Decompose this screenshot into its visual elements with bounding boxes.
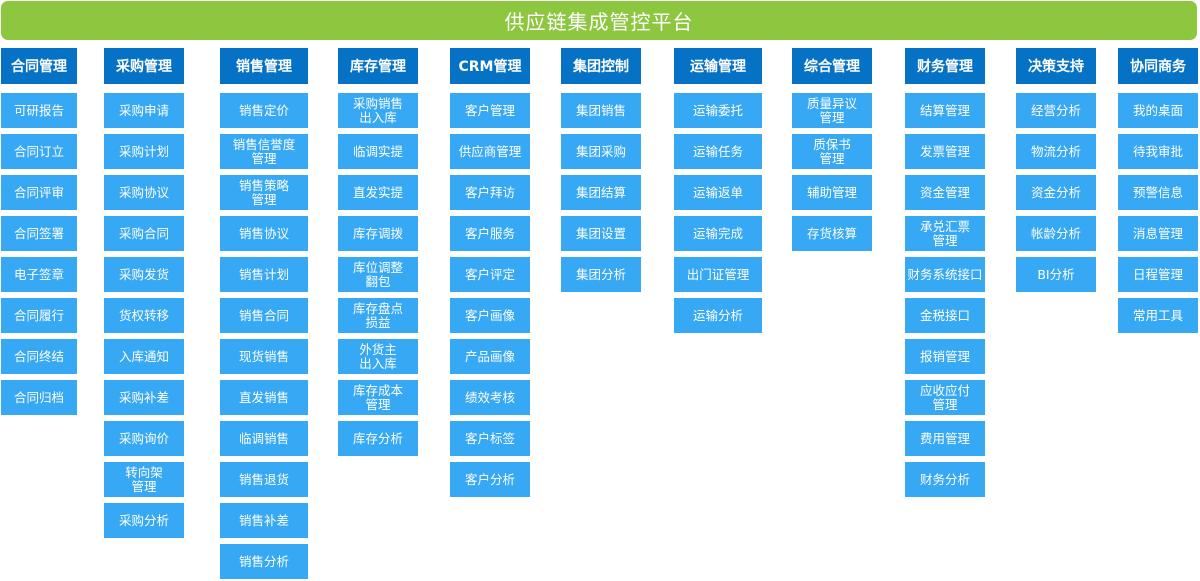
- module-item-crm-5[interactable]: 客户评定: [450, 257, 530, 292]
- module-item-collab-6[interactable]: 常用工具: [1118, 298, 1198, 333]
- module-item-contract-3[interactable]: 合同评审: [1, 175, 77, 210]
- module-item-transport-4[interactable]: 运输完成: [674, 216, 762, 251]
- module-item-transport-5[interactable]: 出门证管理: [674, 257, 762, 292]
- module-item-purchase-1[interactable]: 采购申请: [104, 93, 184, 128]
- module-item-sales-3[interactable]: 销售策略 管理: [220, 175, 308, 210]
- module-item-sales-5[interactable]: 销售计划: [220, 257, 308, 292]
- module-item-general-4[interactable]: 存货核算: [792, 216, 872, 251]
- module-item-purchase-11[interactable]: 采购分析: [104, 503, 184, 538]
- module-item-inventory-9[interactable]: 库存分析: [338, 421, 418, 456]
- module-item-transport-2[interactable]: 运输任务: [674, 134, 762, 169]
- module-item-finance-10[interactable]: 财务分析: [905, 462, 985, 497]
- module-header-sales[interactable]: 销售管理: [220, 48, 308, 84]
- module-item-purchase-3[interactable]: 采购协议: [104, 175, 184, 210]
- module-item-purchase-9[interactable]: 采购询价: [104, 421, 184, 456]
- module-header-crm[interactable]: CRM管理: [450, 48, 530, 84]
- module-item-finance-8[interactable]: 应收应付 管理: [905, 380, 985, 415]
- module-item-collab-2[interactable]: 待我审批: [1118, 134, 1198, 169]
- module-item-sales-1[interactable]: 销售定价: [220, 93, 308, 128]
- module-item-crm-4[interactable]: 客户服务: [450, 216, 530, 251]
- module-item-contract-6[interactable]: 合同履行: [1, 298, 77, 333]
- module-item-purchase-2[interactable]: 采购计划: [104, 134, 184, 169]
- module-item-crm-10[interactable]: 客户分析: [450, 462, 530, 497]
- module-header-group[interactable]: 集团控制: [561, 48, 641, 84]
- module-header-finance[interactable]: 财务管理: [905, 48, 985, 84]
- module-item-decision-3[interactable]: 资金分析: [1016, 175, 1096, 210]
- module-item-finance-7[interactable]: 报销管理: [905, 339, 985, 374]
- module-item-transport-1[interactable]: 运输委托: [674, 93, 762, 128]
- module-item-inventory-3[interactable]: 直发实提: [338, 175, 418, 210]
- module-item-sales-9[interactable]: 临调销售: [220, 421, 308, 456]
- module-item-inventory-7[interactable]: 外货主 出入库: [338, 339, 418, 374]
- module-item-contract-8[interactable]: 合同归档: [1, 380, 77, 415]
- module-item-contract-2[interactable]: 合同订立: [1, 134, 77, 169]
- module-item-inventory-1[interactable]: 采购销售 出入库: [338, 93, 418, 128]
- module-item-contract-4[interactable]: 合同签署: [1, 216, 77, 251]
- module-item-sales-12[interactable]: 销售分析: [220, 544, 308, 579]
- module-item-inventory-8[interactable]: 库存成本 管理: [338, 380, 418, 415]
- module-item-sales-10[interactable]: 销售退货: [220, 462, 308, 497]
- module-item-sales-4[interactable]: 销售协议: [220, 216, 308, 251]
- module-item-sales-8[interactable]: 直发销售: [220, 380, 308, 415]
- module-item-collab-4[interactable]: 消息管理: [1118, 216, 1198, 251]
- module-item-sales-11[interactable]: 销售补差: [220, 503, 308, 538]
- module-item-contract-7[interactable]: 合同终结: [1, 339, 77, 374]
- module-item-decision-4[interactable]: 帐龄分析: [1016, 216, 1096, 251]
- module-item-decision-1[interactable]: 经营分析: [1016, 93, 1096, 128]
- module-item-crm-1[interactable]: 客户管理: [450, 93, 530, 128]
- module-item-group-2[interactable]: 集团采购: [561, 134, 641, 169]
- module-item-group-3[interactable]: 集团结算: [561, 175, 641, 210]
- module-item-crm-6[interactable]: 客户画像: [450, 298, 530, 333]
- module-item-finance-5[interactable]: 财务系统接口: [905, 257, 985, 292]
- module-item-collab-5[interactable]: 日程管理: [1118, 257, 1198, 292]
- module-item-purchase-5[interactable]: 采购发货: [104, 257, 184, 292]
- module-item-inventory-2[interactable]: 临调实提: [338, 134, 418, 169]
- module-item-finance-3[interactable]: 资金管理: [905, 175, 985, 210]
- module-item-collab-1[interactable]: 我的桌面: [1118, 93, 1198, 128]
- module-item-crm-7[interactable]: 产品画像: [450, 339, 530, 374]
- module-item-group-4[interactable]: 集团设置: [561, 216, 641, 251]
- module-item-finance-6[interactable]: 金税接口: [905, 298, 985, 333]
- module-item-transport-6[interactable]: 运输分析: [674, 298, 762, 333]
- module-item-group-1[interactable]: 集团销售: [561, 93, 641, 128]
- module-item-finance-2[interactable]: 发票管理: [905, 134, 985, 169]
- module-item-sales-2[interactable]: 销售信誉度 管理: [220, 134, 308, 169]
- module-item-general-3[interactable]: 辅助管理: [792, 175, 872, 210]
- module-item-crm-8[interactable]: 绩效考核: [450, 380, 530, 415]
- module-item-purchase-4[interactable]: 采购合同: [104, 216, 184, 251]
- platform-title-banner: 供应链集成管控平台: [1, 1, 1197, 40]
- module-item-finance-1[interactable]: 结算管理: [905, 93, 985, 128]
- module-item-inventory-4[interactable]: 库存调拨: [338, 216, 418, 251]
- module-item-finance-4[interactable]: 承兑汇票 管理: [905, 216, 985, 251]
- module-item-contract-1[interactable]: 可研报告: [1, 93, 77, 128]
- module-header-inventory[interactable]: 库存管理: [338, 48, 418, 84]
- module-item-sales-6[interactable]: 销售合同: [220, 298, 308, 333]
- module-item-purchase-10[interactable]: 转向架 管理: [104, 462, 184, 497]
- module-item-group-5[interactable]: 集团分析: [561, 257, 641, 292]
- module-item-crm-9[interactable]: 客户标签: [450, 421, 530, 456]
- module-header-contract[interactable]: 合同管理: [1, 48, 77, 84]
- module-item-transport-3[interactable]: 运输返单: [674, 175, 762, 210]
- module-item-purchase-8[interactable]: 采购补差: [104, 380, 184, 415]
- module-item-decision-5[interactable]: BI分析: [1016, 257, 1096, 292]
- module-header-general[interactable]: 综合管理: [792, 48, 872, 84]
- module-item-crm-3[interactable]: 客户拜访: [450, 175, 530, 210]
- module-item-purchase-7[interactable]: 入库通知: [104, 339, 184, 374]
- module-item-purchase-6[interactable]: 货权转移: [104, 298, 184, 333]
- module-item-inventory-6[interactable]: 库存盘点 损益: [338, 298, 418, 333]
- module-header-transport[interactable]: 运输管理: [674, 48, 762, 84]
- module-item-sales-7[interactable]: 现货销售: [220, 339, 308, 374]
- module-header-collab[interactable]: 协同商务: [1118, 48, 1198, 84]
- module-item-finance-9[interactable]: 费用管理: [905, 421, 985, 456]
- module-header-decision[interactable]: 决策支持: [1016, 48, 1096, 84]
- module-item-decision-2[interactable]: 物流分析: [1016, 134, 1096, 169]
- module-item-general-1[interactable]: 质量异议 管理: [792, 93, 872, 128]
- module-item-contract-5[interactable]: 电子签章: [1, 257, 77, 292]
- module-item-general-2[interactable]: 质保书 管理: [792, 134, 872, 169]
- module-item-inventory-5[interactable]: 库位调整 翻包: [338, 257, 418, 292]
- module-item-collab-3[interactable]: 预警信息: [1118, 175, 1198, 210]
- module-header-purchase[interactable]: 采购管理: [104, 48, 184, 84]
- module-item-crm-2[interactable]: 供应商管理: [450, 134, 530, 169]
